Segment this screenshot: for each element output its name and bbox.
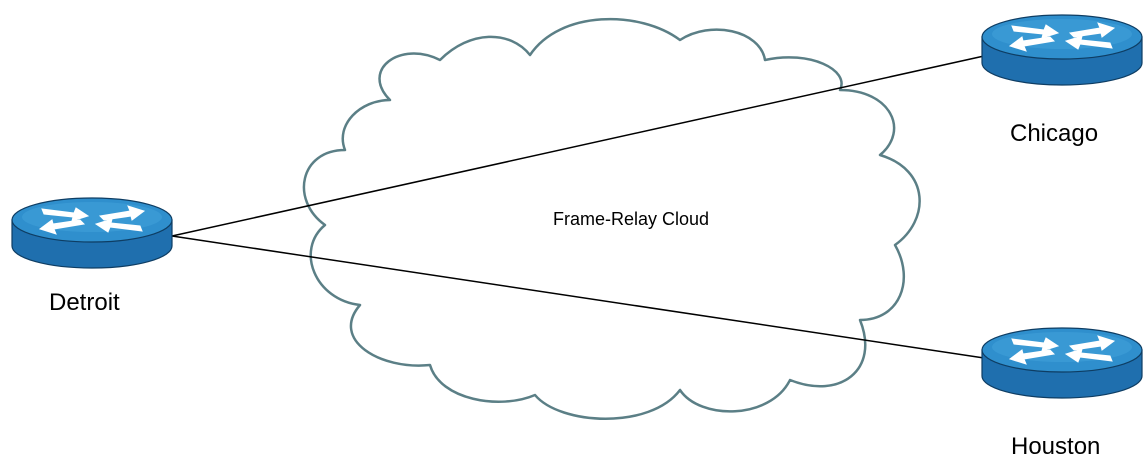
cloud-icon xyxy=(302,17,921,420)
cloud-label: Frame-Relay Cloud xyxy=(553,209,709,229)
router-label-chicago: Chicago xyxy=(1010,120,1098,147)
router-icon[interactable] xyxy=(981,14,1143,86)
link-detroit-houston xyxy=(171,235,985,359)
link-detroit-chicago xyxy=(171,55,985,237)
router-icon[interactable] xyxy=(11,197,173,269)
router-icon[interactable] xyxy=(981,327,1143,399)
router-label-detroit: Detroit xyxy=(49,289,120,316)
router-label-houston: Houston xyxy=(1011,433,1100,458)
